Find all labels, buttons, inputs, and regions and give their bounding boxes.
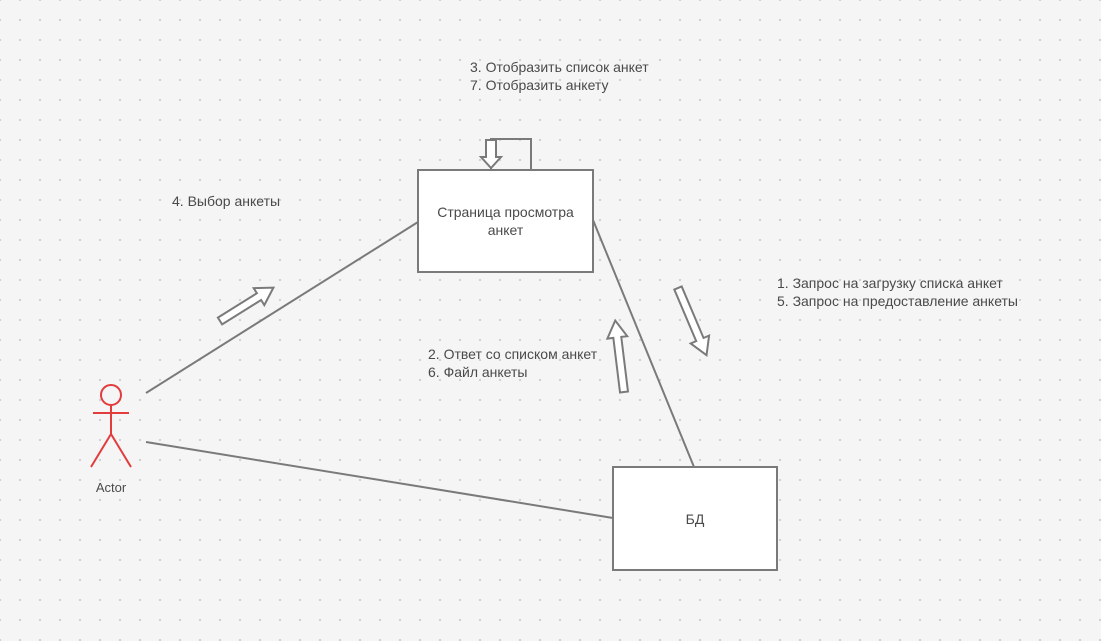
database-box-label: БД — [685, 510, 705, 527]
note-request-line-2: 5. Запрос на предоставление анкеты — [777, 293, 1018, 309]
note-select: 4. Выбор анкеты — [172, 192, 280, 210]
database-box[interactable]: БД — [612, 466, 778, 571]
arrow-actor-to-page-icon — [216, 286, 276, 326]
note-response: 2. Ответ со списком анкет 6. Файл анкеты — [428, 345, 597, 381]
page-view-box-label: Страница просмотра анкет — [437, 204, 574, 238]
page-view-box[interactable]: Страница просмотра анкет — [417, 169, 594, 273]
note-display-line-2: 7. Отобразить анкету — [470, 77, 609, 93]
note-request: 1. Запрос на загрузку списка анкет 5. За… — [777, 274, 1018, 310]
note-display: 3. Отобразить список анкет 7. Отобразить… — [470, 58, 649, 94]
note-request-line-1: 1. Запрос на загрузку списка анкет — [777, 275, 1003, 291]
note-display-line-1: 3. Отобразить список анкет — [470, 59, 649, 75]
arrow-page-to-db-icon — [673, 285, 711, 358]
note-select-line-1: 4. Выбор анкеты — [172, 193, 281, 209]
note-response-line-1: 2. Ответ со списком анкет — [428, 346, 598, 362]
actor-label: Actor — [95, 480, 127, 495]
self-loop-arrow-icon — [478, 139, 504, 170]
connector-page-db[interactable] — [592, 219, 695, 468]
connector-actor-db[interactable] — [145, 441, 614, 519]
actor-figure-icon[interactable] — [90, 384, 132, 468]
note-response-line-2: 6. Файл анкеты — [428, 364, 528, 380]
connector-actor-page[interactable] — [145, 221, 419, 394]
arrow-db-to-page-icon — [605, 318, 630, 394]
